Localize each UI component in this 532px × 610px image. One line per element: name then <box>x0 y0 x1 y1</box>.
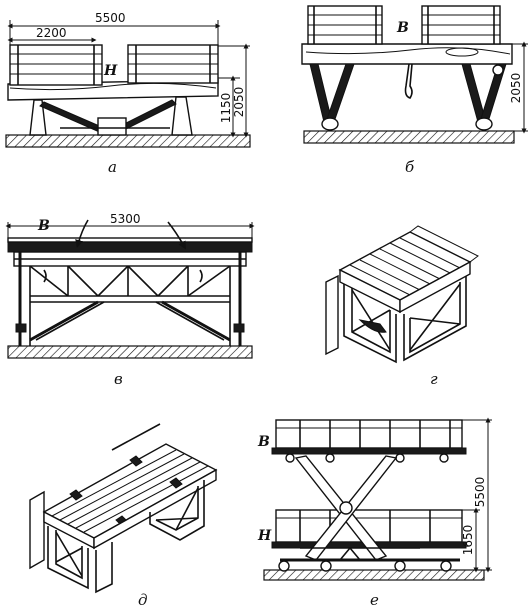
panel-a: 5500 2200 Н 2050 1150 а <box>5 11 251 176</box>
marker-v: В <box>396 20 409 36</box>
dim-overall: 5500 <box>95 11 126 25</box>
deck-planks <box>51 449 209 533</box>
ground-hatch <box>5 134 251 148</box>
caption-d: д <box>138 591 148 609</box>
ground-hatch <box>263 569 485 581</box>
platform-deck <box>301 43 513 65</box>
wall <box>325 274 339 356</box>
panel-v: В 5300 <box>5 212 255 388</box>
caption-b: б <box>405 158 415 176</box>
railing-right <box>421 5 501 45</box>
hoist-rope <box>404 63 413 99</box>
marker-n: Н <box>257 528 272 544</box>
upper-platform <box>271 419 467 463</box>
dim-section: 2200 <box>36 26 67 40</box>
railing-left <box>307 5 383 45</box>
frame-supports <box>47 480 205 594</box>
dim-overall: 5300 <box>110 212 141 226</box>
wall <box>29 490 45 570</box>
marker-n: Н <box>103 63 118 79</box>
marker-v: В <box>257 434 270 450</box>
platform-deck <box>7 241 253 253</box>
ground-hatch <box>303 130 515 144</box>
a-frame-supports <box>309 63 507 131</box>
dim-height-full: 5500 <box>473 477 487 508</box>
railing-right <box>127 44 219 84</box>
scissor-mechanism <box>278 455 460 572</box>
frame-supports <box>343 276 467 364</box>
caption-a: а <box>108 158 117 176</box>
dim-height: 2050 <box>509 73 523 104</box>
caption-g: г <box>430 370 438 388</box>
dim-height-low: 1150 <box>219 93 233 124</box>
truss-frame <box>13 251 247 346</box>
dim-height-low: 1650 <box>461 525 475 556</box>
trestle-supports <box>29 96 193 136</box>
caption-v: в <box>114 370 123 388</box>
panel-b: В 2050 б <box>301 5 528 176</box>
panel-e: В Н 5500 <box>257 417 492 609</box>
deck-planks <box>349 237 461 296</box>
railing-left <box>9 44 103 86</box>
panel-g: г <box>325 225 479 388</box>
dim-height-full: 2050 <box>232 87 246 118</box>
panel-d: д <box>29 423 218 609</box>
caption-e: е <box>370 591 379 609</box>
ground-hatch <box>7 345 253 359</box>
